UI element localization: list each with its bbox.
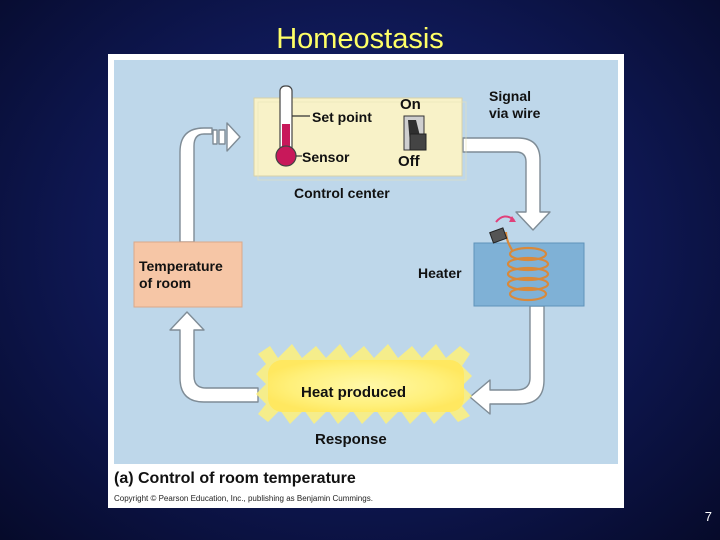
figure-caption: (a) Control of room temperature [114,470,356,487]
temperature-line-2: of room [139,275,192,291]
signal-line-1: Signal [489,88,532,104]
heat-glow [256,344,472,424]
set-point-label: Set point [312,109,372,125]
heating-coil-icon [504,231,550,302]
arrow-heat-to-temperature [169,311,259,403]
arrow-dash-1 [212,129,218,145]
arrow-to-control-center [179,127,213,243]
thermometer-icon [275,85,310,167]
arrow-heater-to-heat [469,305,545,415]
switch-icon [403,115,427,151]
slide-title: Homeostasis [276,23,444,55]
heater-box [473,242,585,307]
temperature-line-1: Temperature [139,258,223,274]
signal-line-2: via wire [489,105,541,121]
arrow-dash-2 [218,129,226,145]
temperature-box [133,241,243,308]
heater-label: Heater [418,265,462,281]
heat-produced-label: Heat produced [301,384,407,401]
control-center-label: Control center [294,185,390,201]
arrow-head-right [226,122,241,152]
response-label: Response [315,431,387,448]
switch-off-label: Off [398,153,420,170]
temperature-label: Temperature of room [139,258,223,292]
loop-arrows [169,122,551,415]
signal-label: Signal via wire [489,88,540,122]
copyright-notice: Copyright © Pearson Education, Inc., pub… [114,494,373,503]
homeostasis-diagram [133,85,585,424]
figure-panel: Set point Sensor On Off Control center S… [108,54,624,508]
arrow-signal-to-heater [462,137,551,231]
page-number: 7 [704,509,712,524]
sensor-label: Sensor [302,149,350,165]
switch-on-label: On [400,96,421,113]
heater-switch-icon [489,215,516,244]
